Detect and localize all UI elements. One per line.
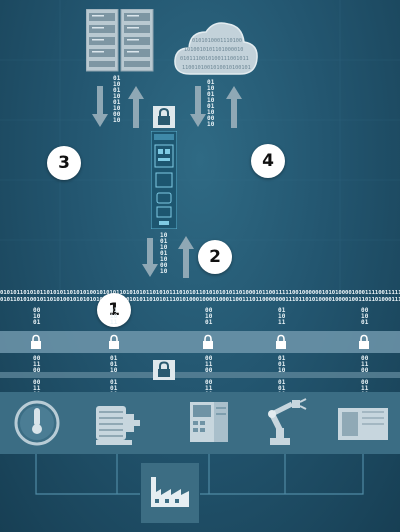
server-rack-icon — [86, 9, 154, 72]
padlock-icon — [109, 334, 119, 349]
bitstream-column: 01 01 10 — [110, 355, 118, 374]
industrial-pc-icon — [151, 131, 177, 229]
secure-network-band — [0, 331, 400, 353]
robot-arm-tile — [252, 394, 318, 452]
bitstream-device: 10 01 10 01 10 00 10 — [160, 232, 168, 275]
padlock-icon — [276, 334, 286, 349]
cloud-icon: 0101010001110100 1010010101101000010 010… — [174, 22, 258, 75]
bitstream-column: 01 10 11 — [110, 307, 118, 326]
bitstream-column: 00 11 00 — [33, 355, 41, 374]
padlock-icon — [203, 334, 213, 349]
bitstream-server: 01 10 01 10 01 10 00 10 — [113, 75, 121, 124]
padlock-icon — [153, 360, 175, 380]
bitstream-column: 01 10 11 — [278, 307, 286, 326]
badge-3: 3 — [47, 146, 81, 180]
bitstream-column: 00 10 01 — [361, 307, 369, 326]
up-arrow-icon — [226, 86, 242, 128]
padlock-icon — [153, 106, 175, 128]
connector-lines — [35, 454, 364, 495]
badge-2: 2 — [198, 240, 232, 274]
control-panel-icon — [190, 402, 228, 442]
down-arrow-icon — [190, 86, 206, 127]
bitstream-column: 00 11 00 — [361, 355, 369, 374]
robot-arm-icon — [268, 398, 307, 445]
bitstream-line-2: 0101101010010110101001010101010010101101… — [0, 297, 400, 303]
badge-4: 4 — [251, 144, 285, 178]
machine-icon — [338, 408, 388, 440]
thermometer-icon — [14, 400, 60, 446]
bitstream-column: 00 10 01 — [33, 307, 41, 326]
lower-network-band — [0, 372, 400, 378]
down-arrow-icon — [142, 238, 158, 277]
bitstream-cloud: 01 10 01 10 01 10 00 10 — [207, 79, 215, 128]
up-arrow-icon — [128, 86, 144, 128]
up-arrow-icon — [178, 236, 194, 278]
factory-tile — [141, 463, 199, 523]
padlock-icon — [31, 334, 41, 349]
machine-tile — [330, 394, 396, 452]
motor-icon — [96, 406, 140, 445]
badge-1: 1 — [97, 293, 131, 327]
bitstream-column: 00 11 00 — [205, 355, 213, 374]
control-panel-tile — [176, 394, 242, 452]
cloud-pattern-text: 0101010001110100 1010010101101000010 010… — [180, 38, 252, 71]
motor-tile — [84, 394, 150, 452]
down-arrow-icon — [92, 86, 108, 127]
bitstream-column: 01 01 10 — [278, 355, 286, 374]
bitstream-column: 00 10 01 — [205, 307, 213, 326]
padlock-icon — [359, 334, 369, 349]
thermometer-tile — [4, 394, 70, 452]
bitstream-line-1: 0101011010101101010110101010010101011010… — [0, 290, 400, 296]
factory-icon — [151, 477, 189, 507]
